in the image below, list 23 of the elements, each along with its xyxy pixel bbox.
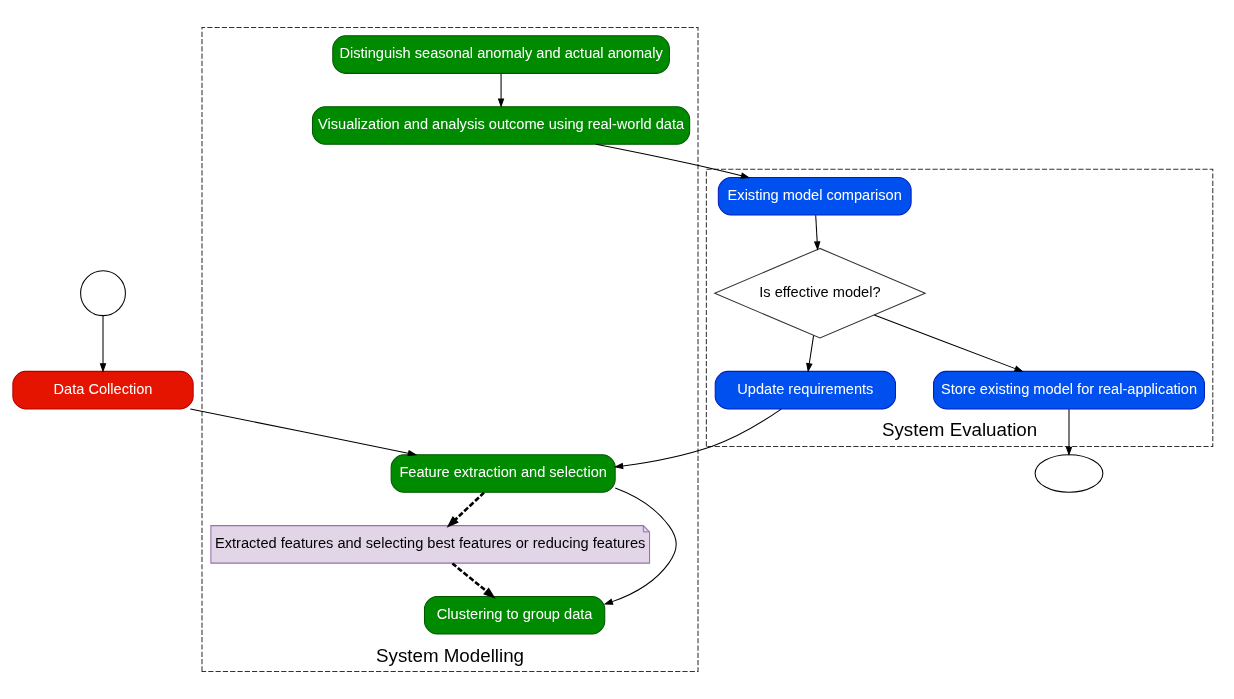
node-box: Existing model comparison <box>717 177 912 216</box>
node-box: Distinguish seasonal anomaly and actual anomaly <box>332 35 670 74</box>
arrow <box>451 562 496 599</box>
node-box: Data Collection <box>12 370 194 410</box>
arrow <box>613 408 782 470</box>
arrow <box>595 143 751 179</box>
node-diamond: Is effective model? <box>713 247 927 339</box>
arrow <box>813 214 821 251</box>
arrow <box>873 314 1024 372</box>
arrow <box>603 487 677 605</box>
node-box: Clustering to group data <box>423 595 606 635</box>
arrow <box>446 491 485 528</box>
node-box: Visualization and analysis outcome using real-world data <box>311 106 691 145</box>
arrow <box>99 315 107 373</box>
arrow <box>189 408 418 457</box>
node-box: Update requirements <box>714 370 896 410</box>
arrow <box>806 335 815 373</box>
node-circle <box>80 270 126 317</box>
node-ellipse <box>1034 454 1104 493</box>
arrow <box>497 73 505 108</box>
arrow <box>1065 408 1073 457</box>
node-box: Feature extraction and selection <box>390 454 616 493</box>
node-box: Store existing model for real-application <box>933 370 1205 410</box>
